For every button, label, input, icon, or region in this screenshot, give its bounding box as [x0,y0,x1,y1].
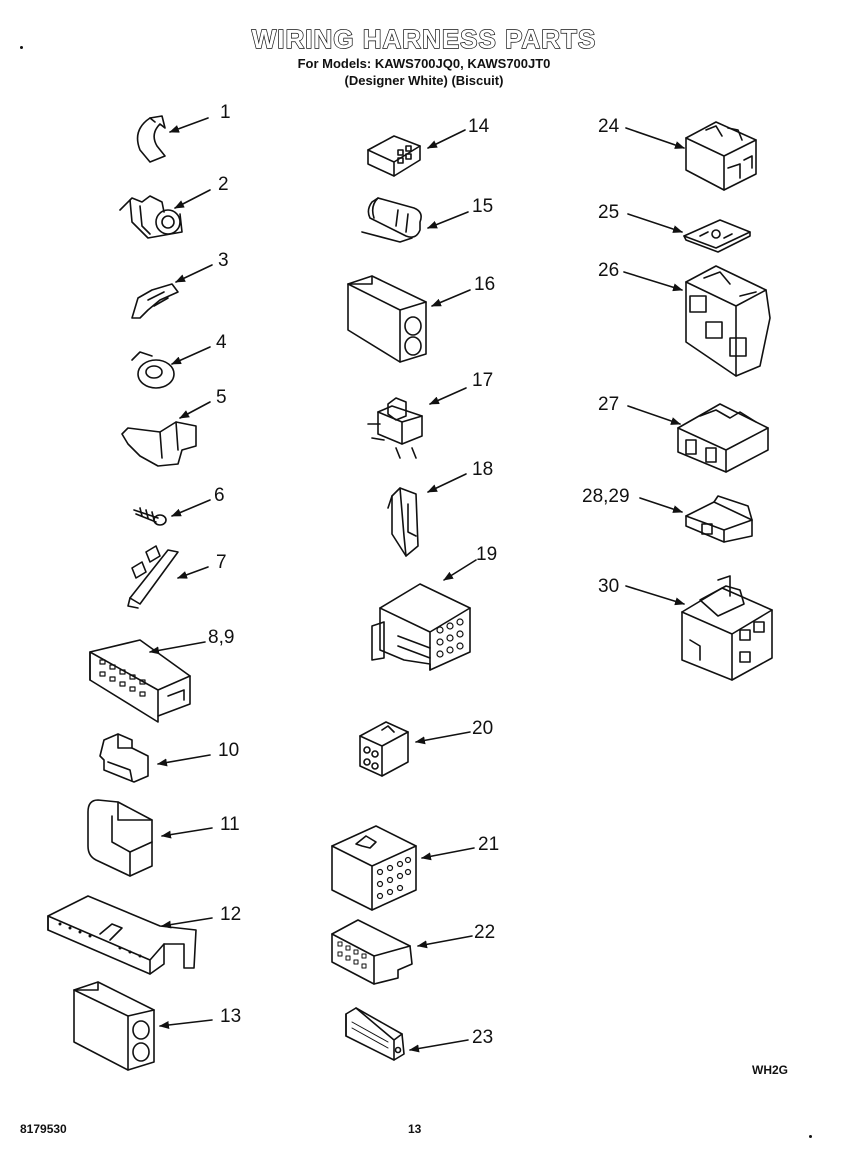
part-2-clamp [119,195,183,239]
callout-7: 7 [216,552,227,573]
callout-19: 19 [476,544,497,565]
model-numbers: For Models: KAWS700JQ0, KAWS700JT0 [297,56,551,71]
part-22-connector [331,919,413,985]
callout-16: 16 [474,274,495,295]
callout-arrow-2 [174,189,211,209]
part-12-strip-connector [47,895,197,975]
part-24-connector [685,121,757,191]
part-25-plate [683,219,751,253]
callout-arrow-12 [161,917,213,929]
callout-14: 14 [468,116,490,137]
callout-arrow-15 [427,211,469,229]
page-title: WIRING HARNESS PARTS [251,23,597,54]
document-number: 8179530 [20,1122,67,1136]
model-variants: (Designer White) (Biscuit) [344,73,504,88]
callout-18: 18 [472,459,493,480]
callout-arrow-24 [625,127,685,149]
part-30-connector [681,575,773,681]
callout-arrow-4 [171,346,211,365]
callout-arrow-20 [415,731,471,745]
part-20-connector [359,721,409,777]
part-14-connector [367,135,421,177]
part-7-push-clip [127,545,179,609]
part-18-terminal [387,487,419,557]
part-28-29-terminal [685,495,753,543]
callout-23: 23 [472,1027,493,1048]
part-27-connector [677,403,769,473]
part-23-connector [345,1007,405,1061]
part-19-connector [371,583,471,671]
callout-arrow-26 [623,271,683,292]
callout-arrow-18 [427,473,467,493]
callout-5: 5 [216,387,227,408]
callout-arrow-13 [159,1019,213,1029]
callout-15: 15 [472,196,493,217]
callout-11: 11 [220,814,240,835]
callout-3: 3 [218,250,229,271]
callout-30: 30 [598,576,619,597]
callout-arrow-11 [161,827,213,839]
part-3-wire-clip [131,283,179,319]
callout-arrow-1 [169,117,209,133]
callout-22: 22 [474,922,495,943]
callout-arrow-8 [149,641,206,655]
part-5-hook-clip [121,421,197,467]
part-21-connector [331,825,417,911]
part-26-connector-block [685,265,771,377]
callout-arrow-25 [627,213,683,233]
callout-25: 25 [598,202,619,223]
margin-mark [20,46,23,49]
callout-28-29: 28,29 [582,486,630,507]
callout-13: 13 [220,1006,241,1027]
part-8-9-connector [89,639,191,723]
callout-arrow-6 [171,499,211,517]
callout-20: 20 [472,718,493,739]
callout-24: 24 [598,116,620,137]
callout-6: 6 [214,485,225,506]
callout-27: 27 [598,394,619,415]
diagram-code: WH2G [752,1063,788,1077]
callout-4: 4 [216,332,227,353]
callout-26: 26 [598,260,619,281]
callout-arrow-7 [177,566,209,579]
callout-arrow-22 [417,935,473,949]
margin-mark [809,1135,812,1138]
part-13-housing [73,981,155,1071]
callout-arrow-16 [431,289,471,307]
callout-arrow-23 [409,1039,469,1053]
part-1-clip [136,115,166,163]
callout-21: 21 [478,834,499,855]
part-16-housing [347,275,427,363]
callout-arrow-14 [427,129,466,149]
callout-arrow-19 [443,559,477,581]
callout-1: 1 [220,102,231,123]
callout-arrow-5 [179,401,211,419]
part-15-sleeve [361,197,422,243]
callout-arrow-27 [627,405,681,425]
callout-arrow-28 [639,497,683,513]
page-number: 13 [408,1122,422,1136]
callout-10: 10 [218,740,239,761]
callout-12: 12 [220,904,241,925]
callout-2: 2 [218,174,229,195]
callout-arrow-17 [429,387,467,405]
callout-arrow-3 [175,264,213,283]
part-6-screw [133,507,167,526]
callout-8-9: 8,9 [208,627,234,648]
part-4-ring-clip [131,351,175,389]
callout-17: 17 [472,370,493,391]
callout-arrow-21 [421,847,475,861]
part-10-connector [99,733,149,783]
part-11-housing [87,799,153,877]
part-17-connector [367,397,423,459]
callout-arrow-10 [157,754,211,767]
callout-arrow-30 [625,585,685,606]
